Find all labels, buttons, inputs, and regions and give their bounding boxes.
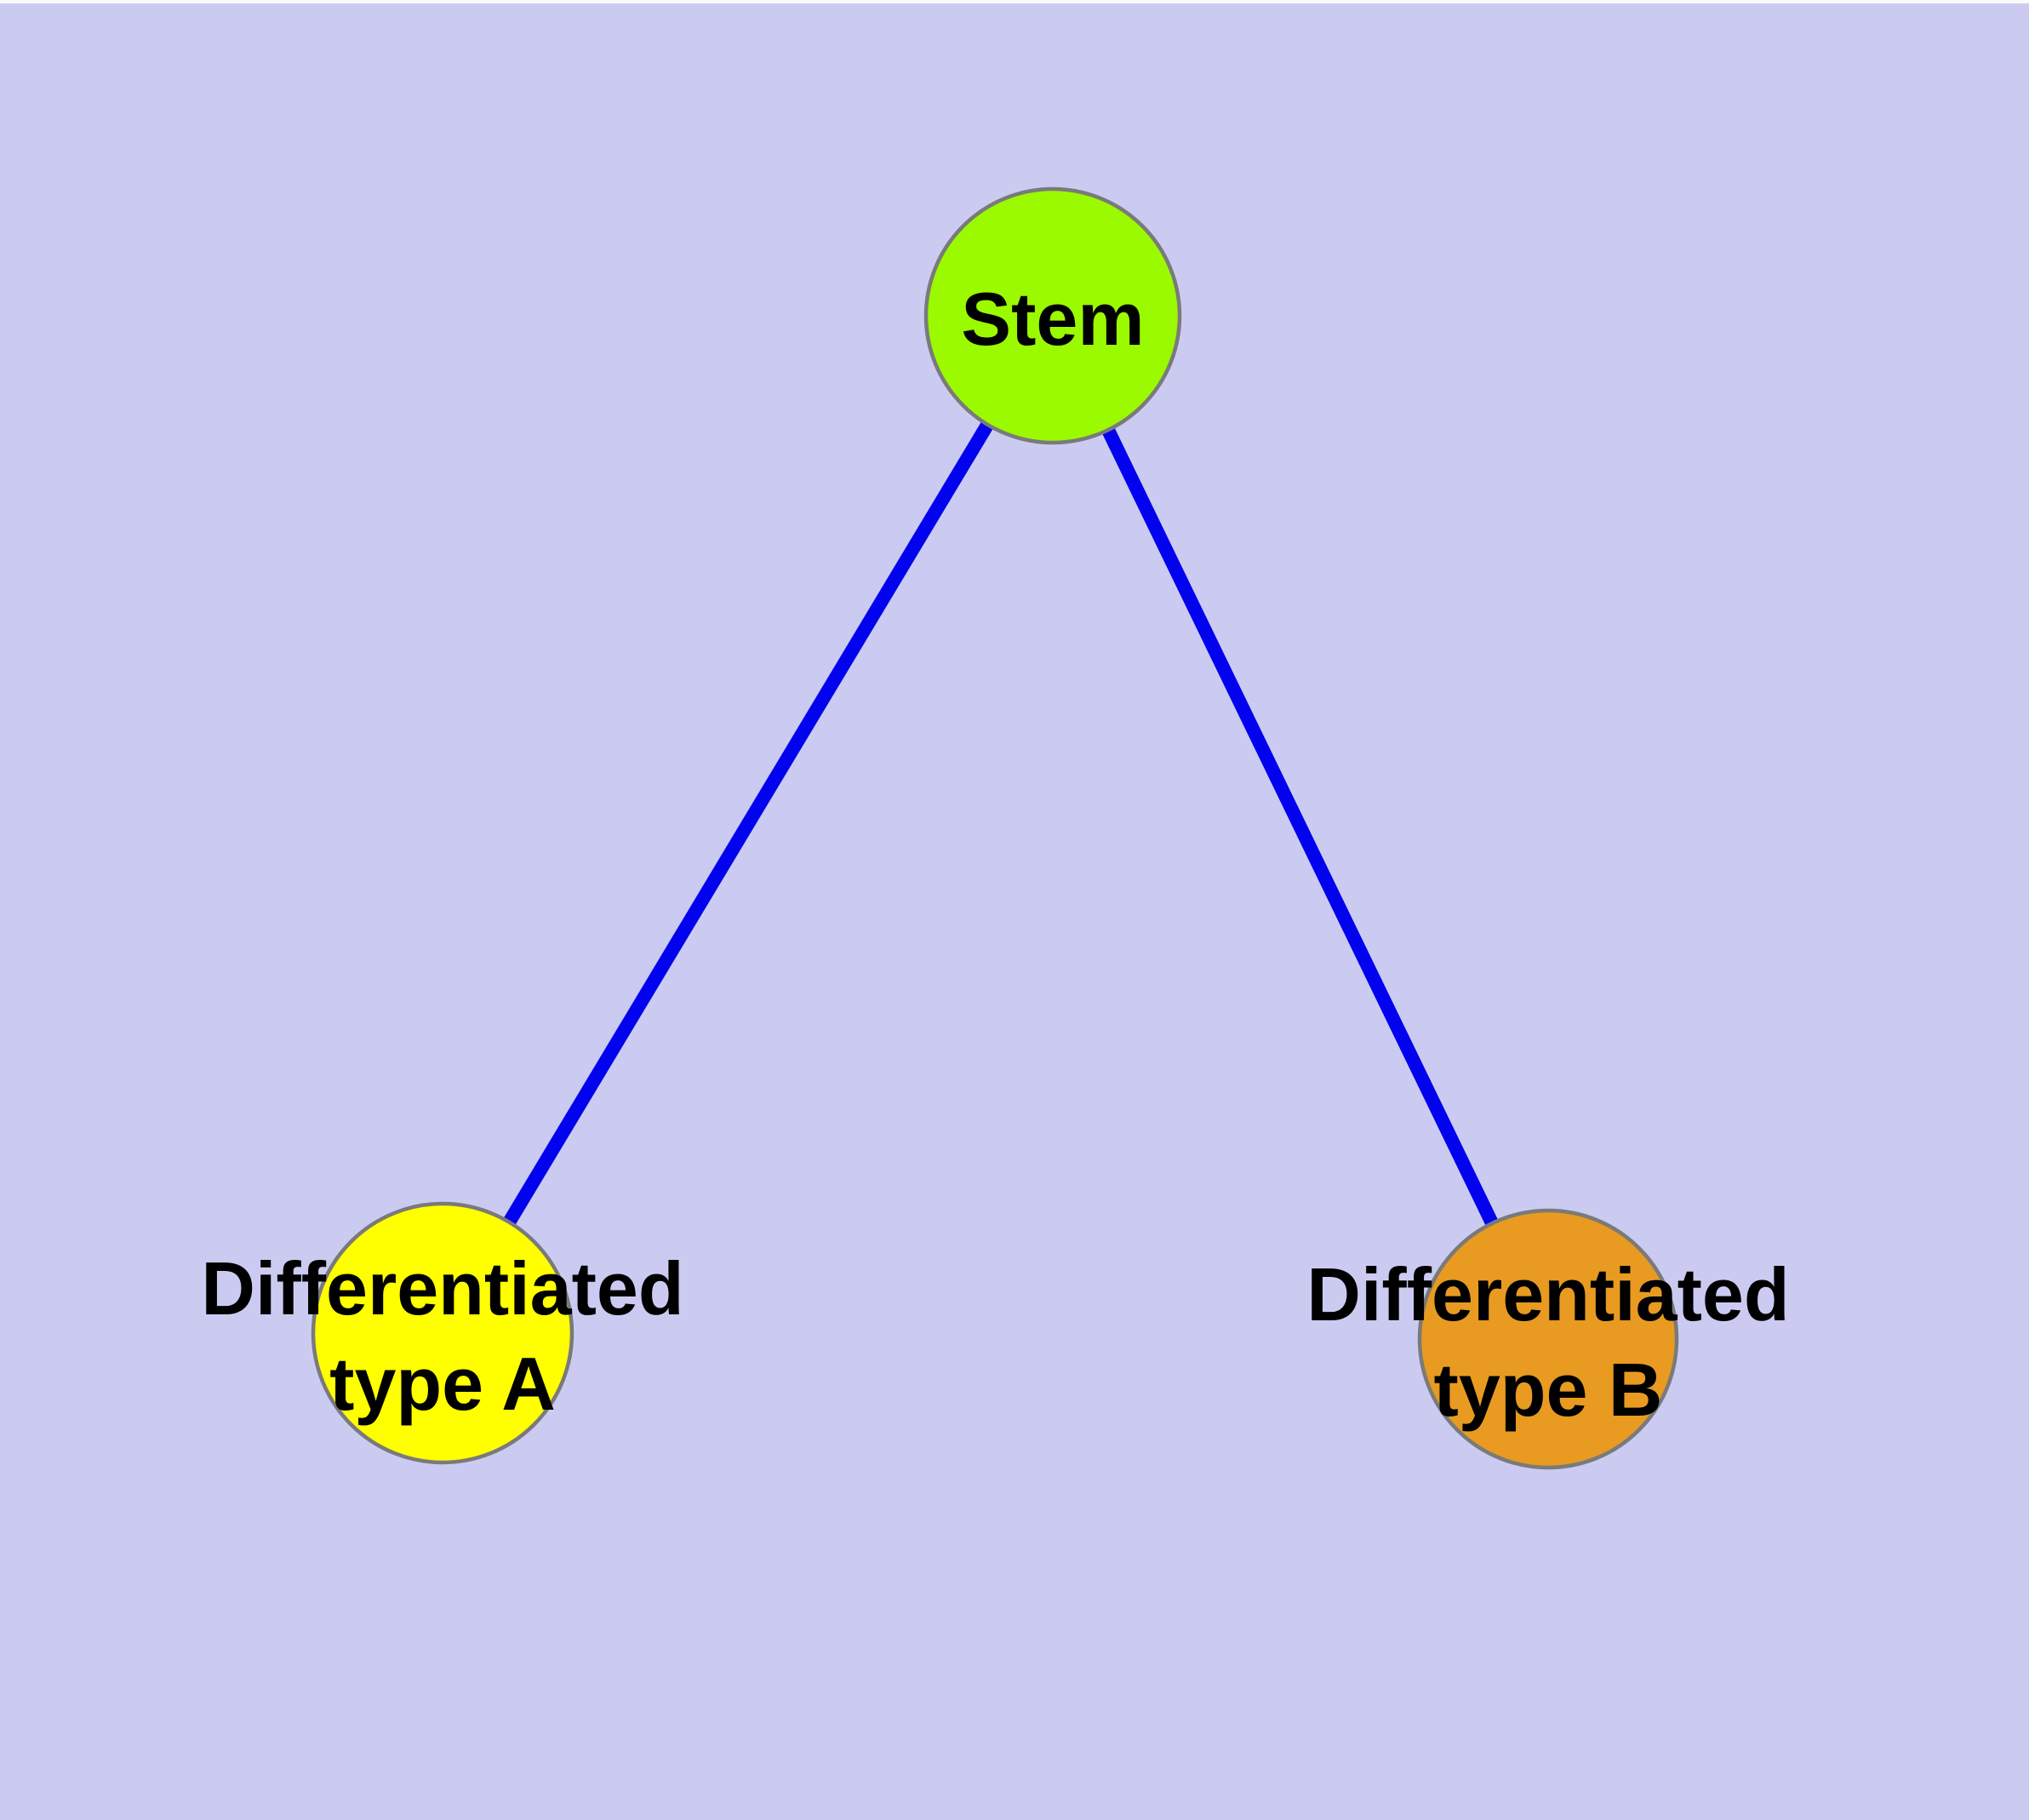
node-diff-a <box>311 1201 574 1465</box>
node-stem <box>923 186 1182 445</box>
node-label-line: Stem <box>961 277 1144 361</box>
edge-stem-to-diff-a <box>437 312 1059 1337</box>
node-label-line: type A <box>329 1342 556 1426</box>
node-label-diff-a: Differentiated type A <box>201 1246 683 1426</box>
node-label-stem: Stem <box>961 277 1144 361</box>
node-diff-b <box>1417 1208 1679 1470</box>
node-label-line: Differentiated <box>201 1246 683 1331</box>
window-top-edge <box>0 0 2029 3</box>
edge-stem-to-diff-b <box>1046 312 1555 1342</box>
node-label-line: type B <box>1434 1348 1663 1432</box>
node-label-line: Differentiated <box>1306 1252 1789 1336</box>
node-label-diff-b: Differentiated type B <box>1306 1252 1789 1432</box>
